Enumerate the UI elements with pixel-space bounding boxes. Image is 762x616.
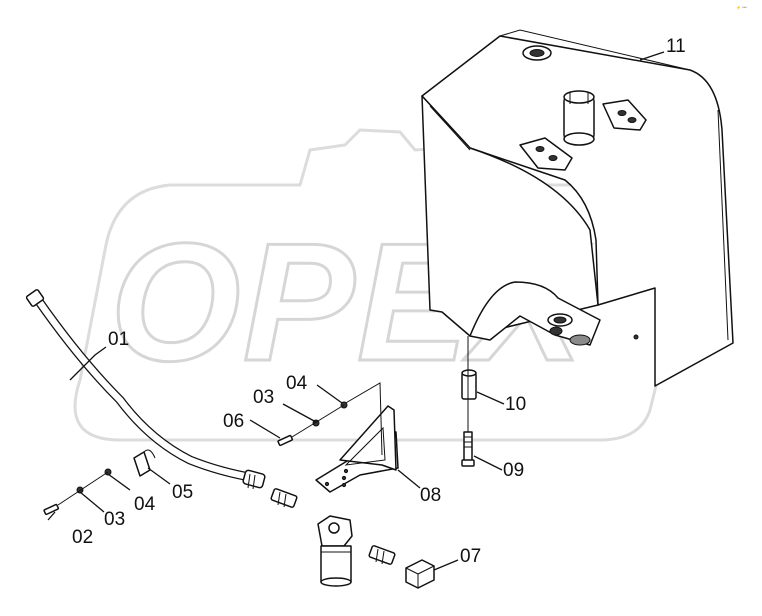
connector-part-07	[405, 559, 435, 589]
filler-cap	[563, 90, 595, 146]
callout-03-lower: 03	[104, 509, 125, 530]
callout-03-upper: 03	[253, 387, 274, 408]
sender-pad-right	[602, 99, 647, 131]
callout-08: 08	[420, 485, 441, 506]
leader-01	[69, 346, 107, 381]
callout-07: 07	[460, 546, 481, 567]
callout-09: 09	[503, 460, 524, 481]
tank-top-edge	[429, 29, 729, 341]
outlet-fitting	[368, 545, 396, 565]
callout-06: 06	[223, 411, 244, 432]
inlet-fitting	[270, 488, 298, 508]
callout-02: 02	[72, 527, 93, 548]
callout-05: 05	[172, 482, 193, 503]
callout-01: 01	[108, 329, 129, 350]
leader-04-upper	[316, 384, 343, 404]
tank-mount-bracket	[469, 281, 601, 346]
spacer-part-10	[461, 369, 477, 400]
bracket-ref-line	[343, 382, 383, 456]
hose-clamp-part-05	[133, 449, 156, 477]
leader-08	[397, 469, 421, 489]
leader-03-lower	[79, 491, 105, 513]
filter-bracket-part-08	[315, 405, 399, 493]
leader-05	[147, 467, 171, 485]
callout-10: 10	[505, 394, 526, 415]
tank-body	[421, 35, 734, 387]
fuel-filter	[317, 515, 353, 587]
leader-10	[476, 391, 505, 405]
breather-port	[522, 45, 552, 61]
bolt-part-09	[461, 431, 475, 467]
callout-11: 11	[666, 36, 686, 57]
callout-04-lower: 04	[134, 494, 156, 515]
fuel-hose-part-01	[25, 289, 266, 490]
callout-04-upper: 04	[286, 373, 308, 394]
leader-07	[433, 559, 459, 571]
leader-03-upper	[282, 403, 317, 423]
leader-11	[639, 51, 665, 61]
leader-lines	[47, 51, 665, 571]
tank-drain-hole	[633, 334, 639, 340]
bolt-part-02	[43, 503, 60, 516]
callout-labels: 01 02 03 03 04 04 05 06 07 08 09 10 11	[72, 36, 686, 567]
leader-02	[47, 511, 56, 521]
tank-assembly	[421, 29, 734, 387]
sender-pad-left	[519, 137, 573, 171]
bolt-part-06	[277, 434, 294, 447]
leader-09	[473, 455, 503, 471]
corner-mark: ⚡ ***	[736, 5, 747, 10]
leader-06	[249, 419, 281, 439]
hardware-axis-lower	[57, 471, 109, 506]
hardware-axis-upper	[291, 404, 345, 438]
leader-04-lower	[107, 473, 131, 491]
